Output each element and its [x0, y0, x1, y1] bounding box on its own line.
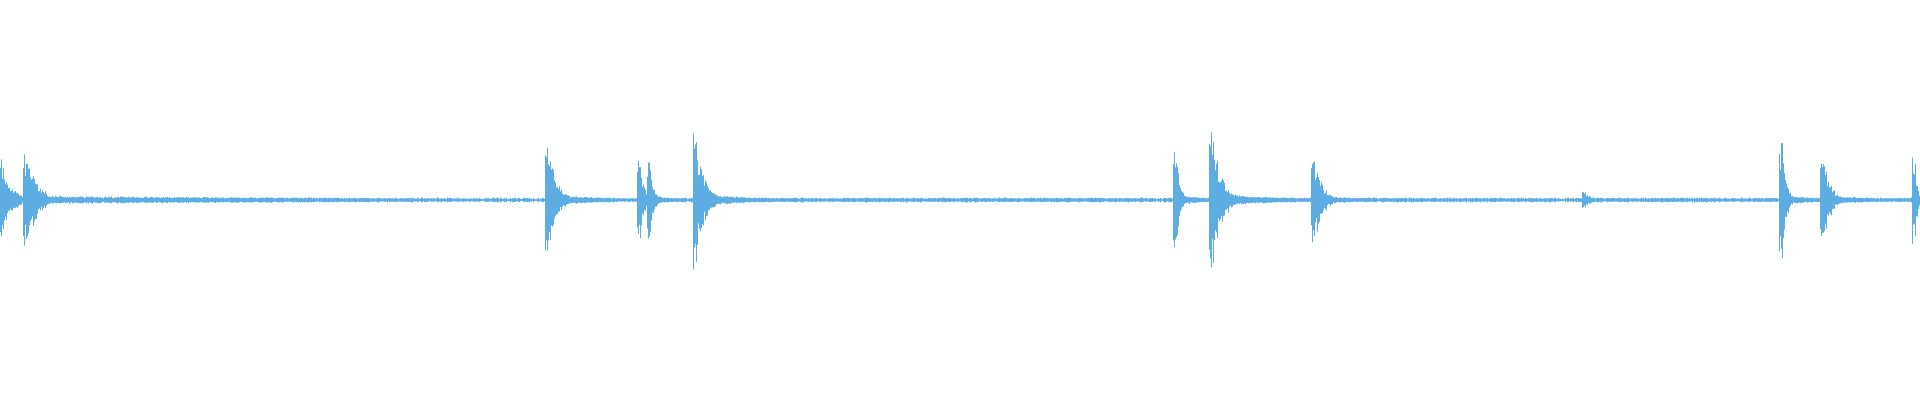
waveform-bars [0, 132, 1920, 270]
waveform-path [0, 132, 1920, 270]
